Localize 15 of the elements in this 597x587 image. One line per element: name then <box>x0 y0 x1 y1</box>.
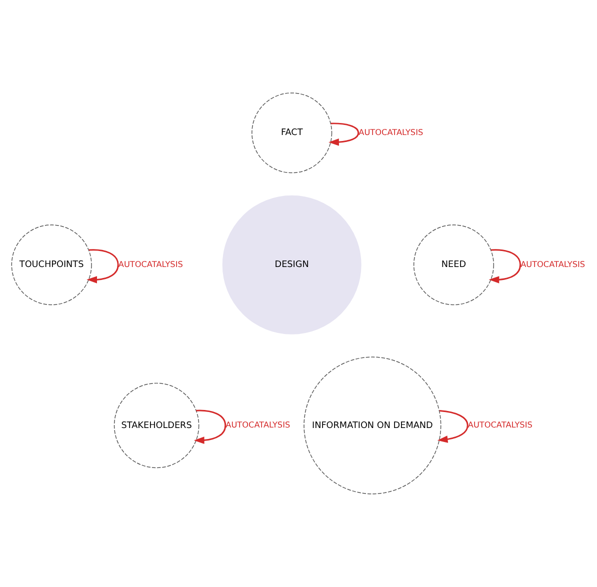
arrow <box>328 122 360 146</box>
edge-label: AUTOCATALYSIS <box>468 420 532 430</box>
arrow <box>86 249 119 284</box>
edge-label: AUTOCATALYSIS <box>118 258 183 269</box>
node-circle: DESIGN <box>222 195 362 334</box>
arrow <box>437 410 468 443</box>
node-circle: NEED <box>413 224 494 306</box>
node-circle: STAKEHOLDERS <box>114 382 200 468</box>
node-circle: TOUCHPOINTS <box>11 224 92 306</box>
edge-label: AUTOCATALYSIS <box>520 258 586 269</box>
arrow <box>488 249 522 284</box>
arrow <box>194 410 226 444</box>
edge-label: AUTOCATALYSIS <box>358 126 424 137</box>
node-circle: INFORMATION ON DEMAND <box>304 356 442 494</box>
node-circle: FACT <box>252 92 332 174</box>
